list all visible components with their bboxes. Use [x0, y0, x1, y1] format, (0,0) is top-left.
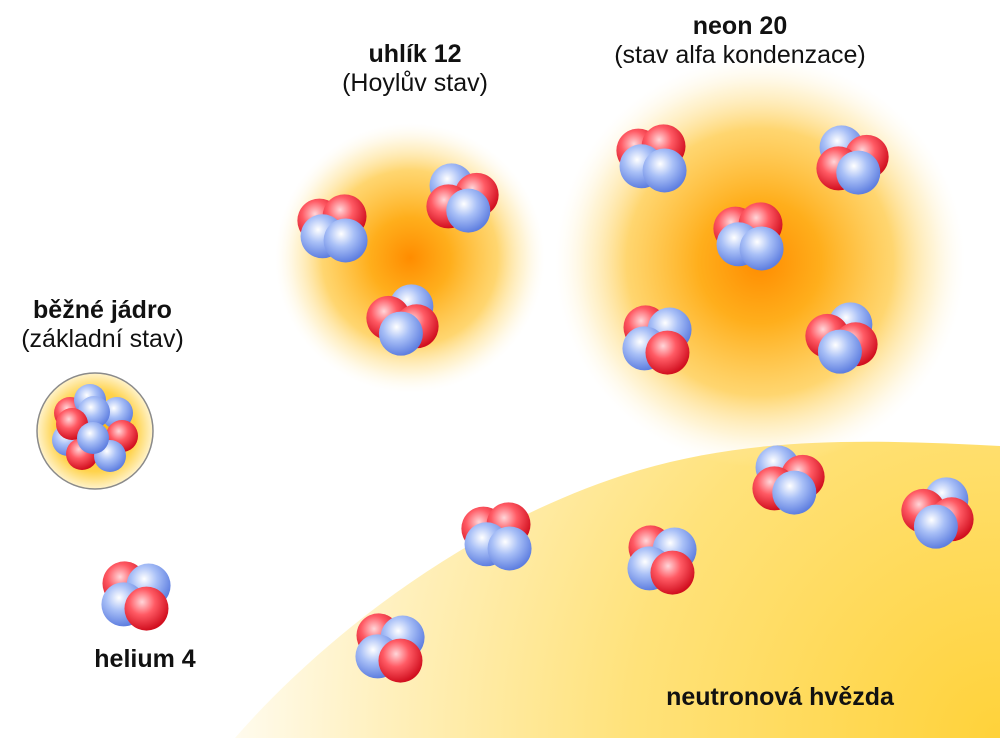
neutron: [77, 422, 109, 454]
alpha-particle: [713, 202, 784, 271]
proton: [378, 638, 423, 683]
ordinary-nucleus-title: běžné jádro: [33, 296, 172, 324]
neutron: [817, 329, 862, 374]
alpha-particle: [426, 163, 499, 233]
neon20-title: neon 20: [692, 12, 788, 40]
neon20-label: neon 20 (stav alfa kondenzace): [570, 12, 910, 70]
neutron-star-surface: [235, 441, 1000, 738]
alpha-particle: [622, 305, 692, 375]
neutron: [323, 218, 368, 263]
alpha-particle: [627, 525, 697, 595]
alpha-particle: [901, 477, 974, 549]
carbon12-subtitle: (Hoylův stav): [342, 69, 488, 97]
neutron: [378, 311, 423, 356]
alpha-clusters: [52, 124, 974, 683]
neutron: [642, 148, 687, 193]
neutron: [772, 470, 817, 515]
neon20-subtitle: (stav alfa kondenzace): [614, 41, 866, 69]
neutron: [739, 226, 784, 271]
alpha-particle: [101, 561, 171, 631]
ordinary-nucleus-label: běžné jádro (základní stav): [0, 296, 205, 354]
carbon12-title: uhlík 12: [368, 40, 462, 68]
alpha-particle: [616, 124, 687, 193]
neutron: [913, 504, 958, 549]
neutron: [836, 150, 881, 195]
ordinary-nucleus: [52, 384, 138, 472]
proton: [124, 586, 169, 631]
alpha-particle: [805, 302, 878, 374]
alpha-particle: [366, 284, 439, 356]
alpha-particle: [355, 613, 425, 683]
carbon12-label: uhlík 12 (Hoylův stav): [300, 40, 530, 98]
helium4-label: helium 4: [94, 645, 196, 673]
alpha-particle: [816, 125, 889, 195]
neutron: [446, 188, 491, 233]
neutron-star-label: neutronová hvězda: [666, 683, 894, 711]
proton: [645, 330, 690, 375]
alpha-particle: [752, 445, 825, 515]
ordinary-nucleus-subtitle: (základní stav): [21, 325, 184, 353]
neutron: [487, 526, 532, 571]
proton: [650, 550, 695, 595]
alpha-particle: [461, 502, 532, 571]
alpha-particle: [297, 194, 368, 263]
